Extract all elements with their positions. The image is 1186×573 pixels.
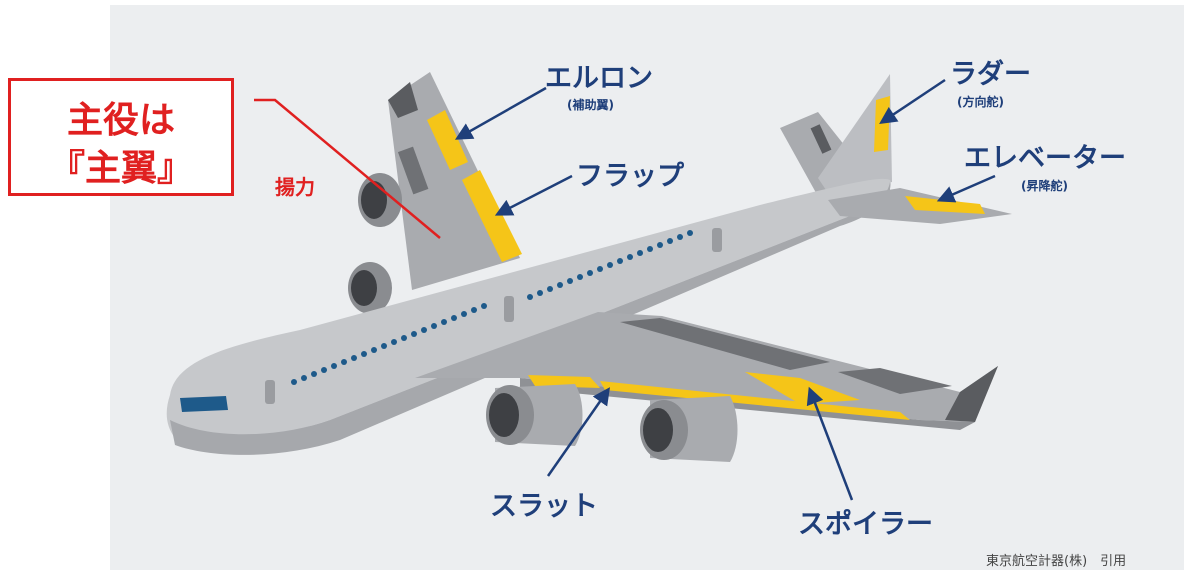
far-engines xyxy=(348,173,402,314)
rudder-arrow xyxy=(879,78,946,124)
fuselage xyxy=(166,178,891,455)
elevator-sublabel: (昇降舵) xyxy=(1021,179,1068,193)
elevator-surface xyxy=(905,196,985,214)
slat-arrow xyxy=(546,387,611,477)
spoiler-surface xyxy=(745,372,860,404)
source-credit: 東京航空計器(株) 引用 xyxy=(986,554,1127,569)
aileron-surface xyxy=(427,110,468,170)
far-wing xyxy=(388,72,522,290)
spoiler-label: スポイラー xyxy=(798,509,933,540)
cockpit-window xyxy=(180,396,228,412)
rudder-sublabel: (方向舵) xyxy=(957,95,1004,109)
lift-pointer-line xyxy=(254,98,441,239)
callout-line-1: 主役は xyxy=(66,100,175,141)
rudder-surface xyxy=(874,96,890,152)
lift-label: 揚力 xyxy=(275,175,315,199)
rudder-label: ラダー xyxy=(950,59,1031,90)
flap-arrow xyxy=(494,174,573,216)
horizontal-stabilizer xyxy=(828,188,1012,224)
elevator-label: エレベーター xyxy=(964,143,1126,174)
label-arrows xyxy=(454,78,996,501)
elevator-arrow xyxy=(936,174,996,203)
aileron-sublabel: (補助翼) xyxy=(567,98,614,112)
main-wing-callout: 主役は 『主翼』 xyxy=(8,78,234,196)
slat-label: スラット xyxy=(490,491,598,522)
slat-surface xyxy=(528,375,600,388)
passenger-windows xyxy=(265,228,722,404)
aileron-label: エルロン xyxy=(545,63,653,94)
vertical-tail xyxy=(780,74,892,200)
aileron-arrow xyxy=(454,86,547,140)
flap-surface-upper xyxy=(462,170,522,262)
flap-label: フラップ xyxy=(576,161,684,192)
spoiler-arrow xyxy=(806,386,854,501)
near-wing xyxy=(415,312,998,430)
callout-line-2: 『主翼』 xyxy=(48,148,193,189)
near-engines xyxy=(486,384,738,462)
